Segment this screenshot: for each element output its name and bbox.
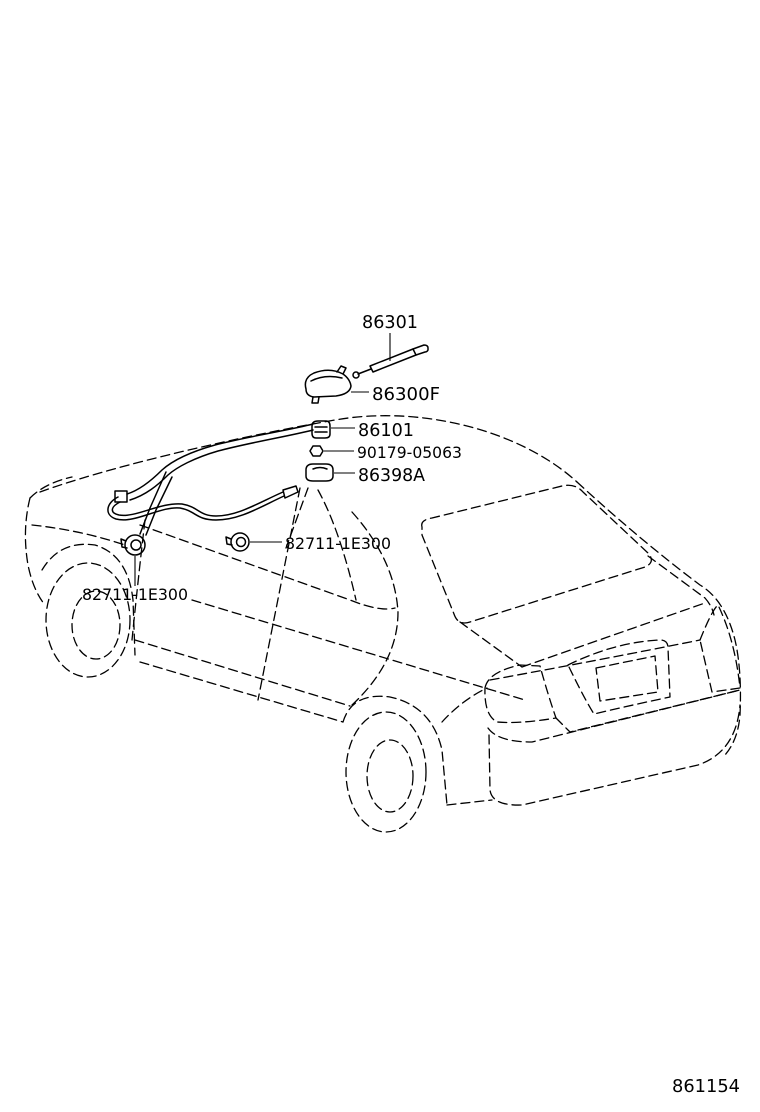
clamp-left <box>120 534 146 556</box>
roof-line <box>39 415 578 493</box>
antenna-cable <box>107 423 314 536</box>
rear-wheel-hub <box>366 739 414 813</box>
clamp-ring-outer <box>124 534 146 556</box>
front-crease <box>31 524 126 546</box>
trunk-side-right <box>647 555 715 616</box>
rod-base-thread <box>352 371 360 379</box>
b-pillar-line <box>257 487 301 701</box>
callout-label-86300F: 86300F <box>372 384 440 405</box>
base-screw <box>336 365 347 375</box>
callout-label-90179-05063: 90179-05063 <box>357 443 462 462</box>
callout-labels: 86301 86300F 86101 90179-05063 86398A 82… <box>82 312 462 604</box>
connector-detail <box>314 426 328 433</box>
part-86398A <box>305 463 334 482</box>
tail-light-left <box>484 664 557 724</box>
clamp-ring-inner <box>235 536 247 548</box>
lower-body-line <box>134 639 351 707</box>
front-fender-top <box>29 476 73 499</box>
tail-light-right <box>699 604 741 693</box>
front-wheel-tire <box>45 562 131 678</box>
rod-body <box>369 348 417 373</box>
license-plate <box>595 655 659 702</box>
clamp-tab <box>120 538 128 549</box>
figure-number: 861154 <box>672 1076 740 1097</box>
part-86300F <box>304 365 352 404</box>
base-top-ridge <box>310 375 343 382</box>
callout-label-86101: 86101 <box>358 420 414 441</box>
part-86101 <box>311 420 331 439</box>
callout-label-86398A: 86398A <box>358 465 426 486</box>
bumper-top <box>487 689 741 743</box>
callout-label-clamp-right: 82711-1E300 <box>285 534 391 553</box>
character-line <box>191 599 526 701</box>
rear-window <box>421 484 652 624</box>
trunk-lid-front <box>459 621 523 668</box>
clamp-ring-inner <box>130 539 142 551</box>
cable-loop-b <box>111 491 284 517</box>
tail-light-top-line <box>489 639 701 681</box>
clamp-tab <box>225 536 233 546</box>
part-90179-05063 <box>309 445 324 457</box>
license-plate-recess <box>567 639 671 715</box>
pad-body <box>305 463 334 482</box>
nut-icon <box>309 445 324 457</box>
quarter-panel-line <box>441 687 488 723</box>
rod-tip <box>412 344 429 356</box>
rear-lower-line <box>446 799 493 806</box>
pad-inner <box>312 466 328 470</box>
rear-side-window <box>317 489 357 601</box>
connector-body <box>311 420 331 439</box>
front-door-edge <box>131 519 146 641</box>
trunk-lid-rear <box>521 602 706 668</box>
car-body-outline <box>24 415 742 833</box>
leader-lines <box>134 333 391 586</box>
front-wheel-hub <box>71 590 121 660</box>
base-body <box>304 369 352 398</box>
cable-main-a <box>126 423 314 495</box>
cable-loop-a <box>107 495 285 521</box>
cable-branch-a <box>139 471 167 535</box>
cable-connector <box>114 490 128 503</box>
body-right-edge <box>576 481 742 756</box>
b-pillar-line-inner <box>285 487 309 549</box>
rear-wheel-arch <box>342 695 448 806</box>
callout-label-clamp-left: 82711-1E300 <box>82 585 188 604</box>
callout-label-86301: 86301 <box>362 312 418 333</box>
clamp-ring-outer <box>230 532 250 552</box>
cable-main-b <box>129 429 314 501</box>
clamp-right <box>225 532 250 552</box>
base-connector <box>311 396 320 404</box>
part-86301 <box>352 344 429 379</box>
rod-stem <box>357 368 372 375</box>
rear-door-rear-edge <box>351 511 399 706</box>
sill-line <box>139 661 344 723</box>
rear-wheel-tire <box>345 711 427 833</box>
front-wheel-arch <box>41 543 136 656</box>
front-edge <box>24 497 46 606</box>
cable-end-connector <box>282 485 299 499</box>
bumper-body <box>488 704 741 806</box>
cable-branch-b <box>145 476 173 536</box>
belt-line <box>139 524 396 610</box>
